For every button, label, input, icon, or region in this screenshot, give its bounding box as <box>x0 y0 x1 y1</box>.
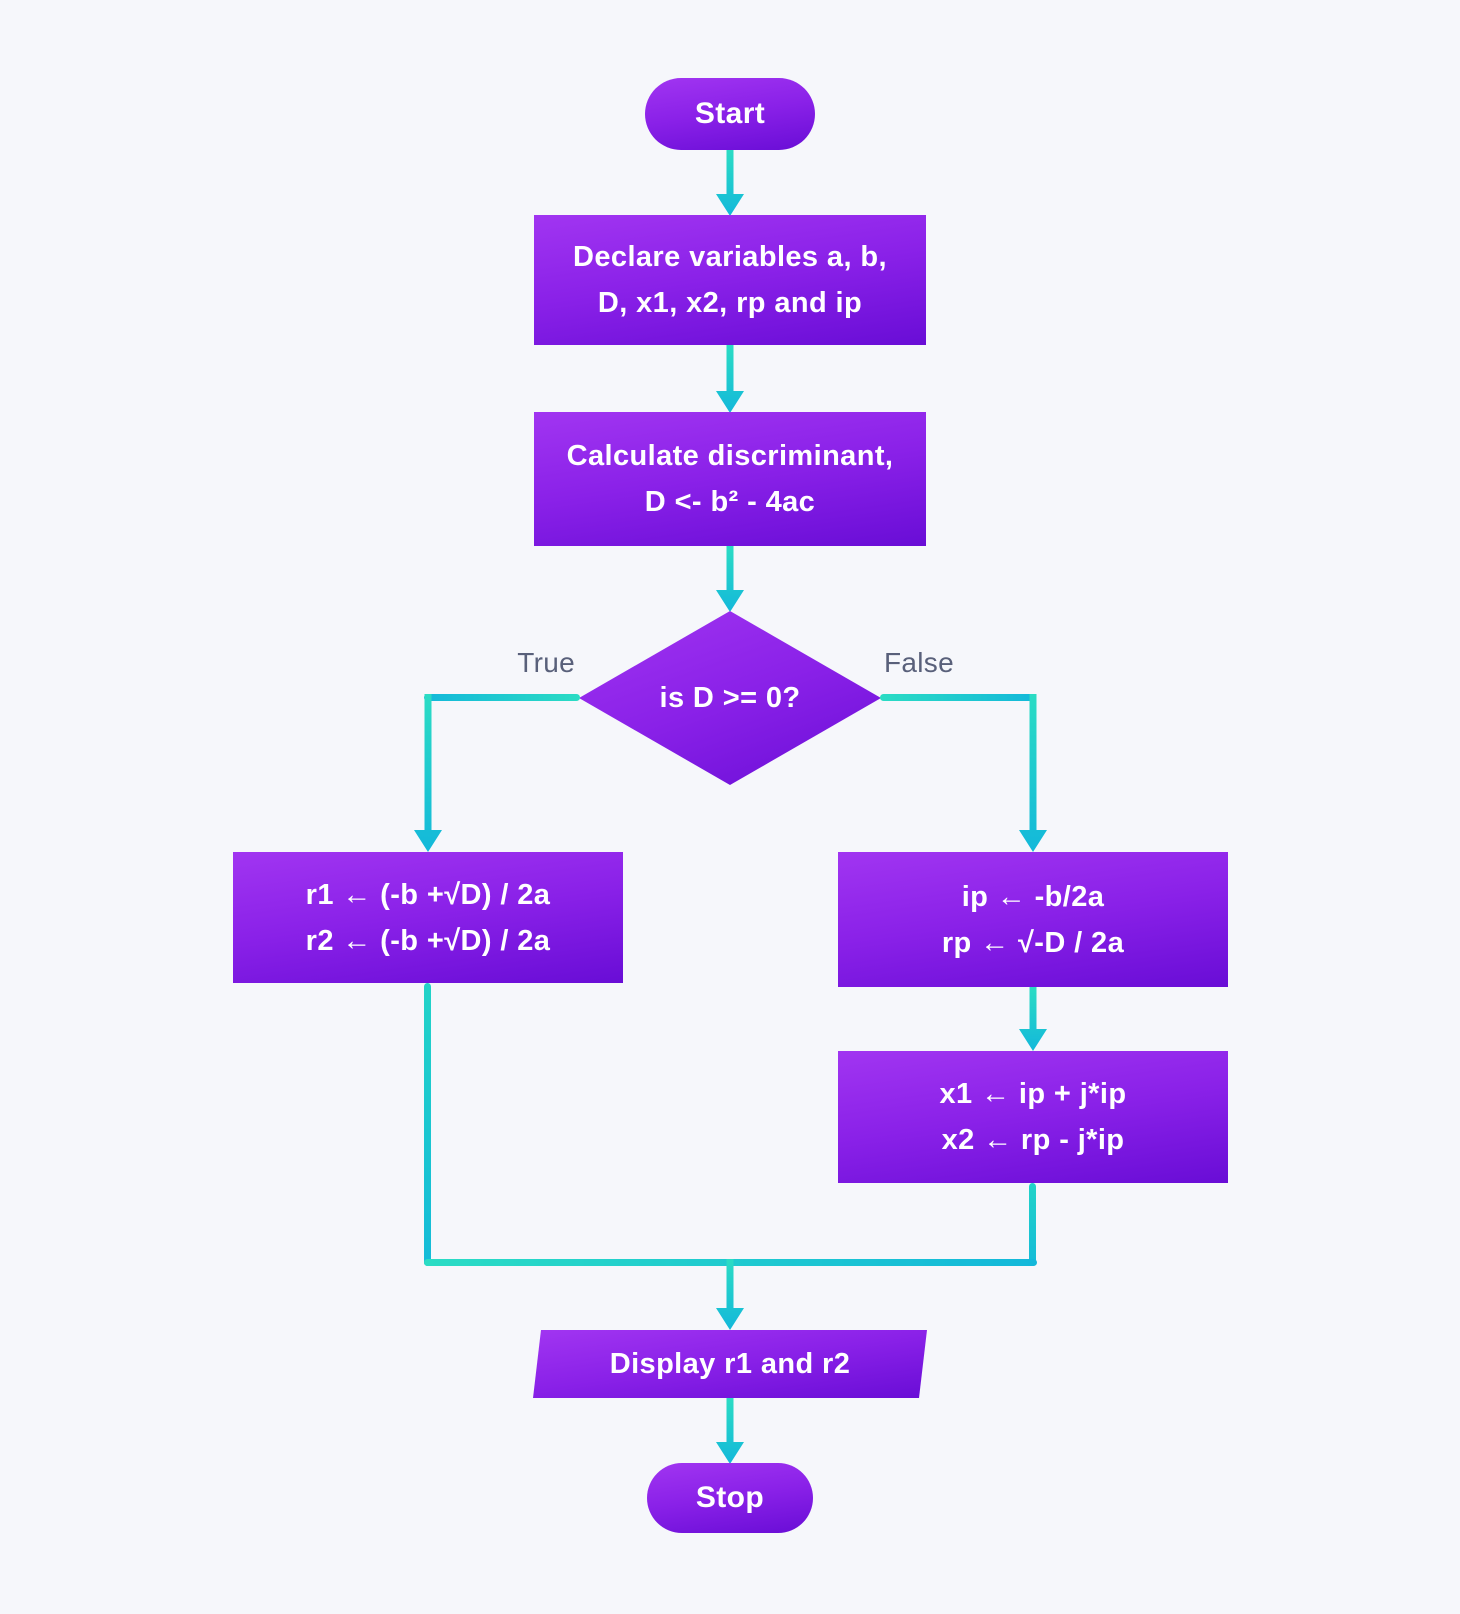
stop-node: Stop <box>647 1463 813 1533</box>
connector-right-merge-vertical <box>1029 1183 1036 1266</box>
stop-label: Stop <box>695 1481 765 1514</box>
connector-true-horizontal <box>424 694 580 701</box>
start-label: Start <box>694 97 766 130</box>
imaginary-parts-line-1: ip ← -b/2a <box>961 880 1105 913</box>
decision-label: is D >= 0? <box>659 681 801 714</box>
arrow-declare-to-discriminant <box>716 345 744 413</box>
real-roots-node: r1 ← (-b +√D) / 2a r2 ← (-b +√D) / 2a <box>233 852 623 983</box>
real-roots-line-1: r1 ← (-b +√D) / 2a <box>305 878 551 911</box>
imaginary-parts-line-2: rp ← √-D / 2a <box>941 926 1125 959</box>
complex-roots-line-1: x1 ← ip + j*ip <box>939 1078 1127 1110</box>
arrow-true-to-real-roots <box>414 694 442 852</box>
connector-false-horizontal <box>880 694 1036 701</box>
arrow-display-to-stop <box>716 1398 744 1464</box>
arrow-imaginary-to-complex-roots <box>1019 987 1047 1051</box>
discriminant-line-1: Calculate discriminant, <box>566 440 894 472</box>
decision-node: is D >= 0? <box>579 611 881 785</box>
connector-left-merge-vertical <box>424 983 431 1266</box>
complex-roots-node: x1 ← ip + j*ip x2 ← rp - j*ip <box>838 1051 1228 1183</box>
display-label: Display r1 and r2 <box>609 1347 851 1380</box>
discriminant-line-2: D <- b² - 4ac <box>644 486 816 518</box>
arrow-merge-to-display <box>716 1259 744 1330</box>
complex-roots-line-2: x2 ← rp - j*ip <box>941 1124 1125 1156</box>
declare-line-1: Declare variables a, b, <box>573 241 887 273</box>
true-branch-label: True <box>517 647 575 678</box>
start-node: Start <box>645 78 815 150</box>
calculate-discriminant-node: Calculate discriminant, D <- b² - 4ac <box>534 412 926 546</box>
arrow-false-to-imaginary-parts <box>1019 694 1047 852</box>
imaginary-parts-node: ip ← -b/2a rp ← √-D / 2a <box>838 852 1228 987</box>
declare-line-2: D, x1, x2, rp and ip <box>597 287 863 319</box>
arrow-start-to-declare <box>716 150 744 216</box>
real-roots-line-2: r2 ← (-b +√D) / 2a <box>305 924 551 957</box>
arrow-discriminant-to-decision <box>716 546 744 612</box>
display-node: Display r1 and r2 <box>533 1330 927 1398</box>
false-branch-label: False <box>884 647 954 678</box>
declare-variables-node: Declare variables a, b, D, x1, x2, rp an… <box>534 215 926 345</box>
